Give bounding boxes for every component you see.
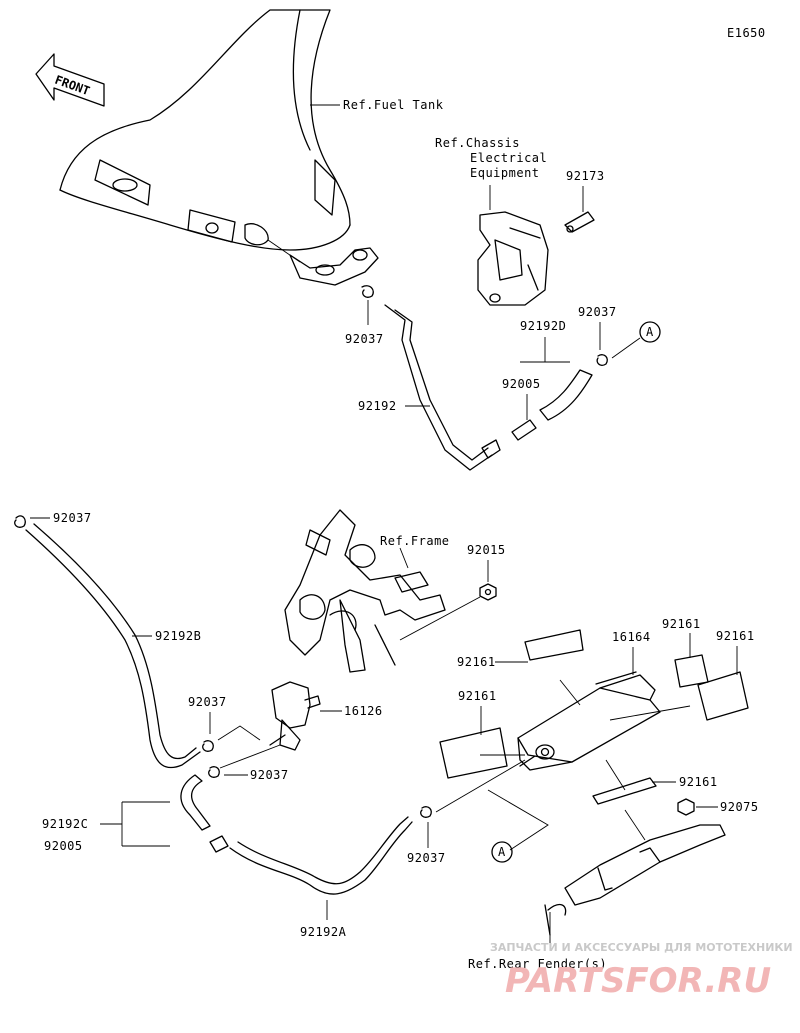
part-16126[interactable]: 16126 — [344, 704, 383, 718]
part-92037-f[interactable]: 92037 — [250, 768, 289, 782]
sheet-92161-c — [697, 671, 749, 721]
ref-rear-fender: Ref.Rear Fender(s) — [468, 957, 607, 971]
fitting-92005-top-icon — [511, 419, 537, 441]
part-92192C[interactable]: 92192C — [42, 817, 88, 831]
nut-92015-icon — [479, 583, 497, 601]
part-92192A[interactable]: 92192A — [300, 925, 347, 939]
marker-a-bottom: A — [491, 841, 513, 863]
part-92161-e[interactable]: 92161 — [679, 775, 718, 789]
clamp-92037-g-icon — [420, 806, 432, 818]
sheet-92161-d — [439, 727, 508, 779]
part-92161-b[interactable]: 92161 — [662, 617, 701, 631]
ref-chassis-line1: Ref.Chassis — [435, 136, 520, 150]
part-92005-b[interactable]: 92005 — [44, 839, 83, 853]
svg-text:A: A — [498, 845, 506, 859]
chassis-bracket-drawing — [477, 211, 549, 306]
ref-chassis-line2: Electrical — [470, 151, 547, 165]
fuel-tank-drawing — [59, 9, 379, 286]
clamp-92037-d-icon — [14, 515, 26, 528]
part-92037-b[interactable]: 92037 — [578, 305, 617, 319]
watermark-logo: PARTSFOR.RU — [505, 961, 771, 1001]
hose-92192C-drawing — [180, 774, 211, 831]
valve-16126-drawing — [269, 681, 321, 751]
part-92192D[interactable]: 92192D — [520, 319, 566, 333]
part-16164[interactable]: 16164 — [612, 630, 651, 644]
diagram-code: E1650 — [727, 26, 766, 40]
part-92037-c[interactable]: 92037 — [407, 851, 446, 865]
watermark-caption: ЗАПЧАСТИ И АКСЕССУАРЫ ДЛЯ МОТОТЕХНИКИ — [490, 941, 793, 954]
part-92161-a[interactable]: 92161 — [457, 655, 496, 669]
hose-92192D-drawing — [539, 369, 593, 421]
part-92037-a[interactable]: 92037 — [345, 332, 384, 346]
sheet-92161-b — [674, 654, 709, 688]
hose-92192-drawing — [384, 304, 501, 471]
part-92161-d[interactable]: 92161 — [458, 689, 497, 703]
front-arrow-icon: FRONT — [35, 53, 105, 107]
sheet-92161-e — [592, 777, 657, 805]
part-92005-a[interactable]: 92005 — [502, 377, 541, 391]
clamp-92037-top-icon — [361, 285, 374, 298]
rear-fender-bracket-drawing — [544, 824, 726, 936]
hose-92192B-drawing — [25, 523, 201, 769]
hose-92192A-drawing — [229, 816, 413, 895]
svg-text:A: A — [646, 325, 654, 339]
ref-chassis-line3: Equipment — [470, 166, 540, 180]
part-92037-e[interactable]: 92037 — [188, 695, 227, 709]
part-92173[interactable]: 92173 — [566, 169, 605, 183]
marker-a-top: A — [639, 321, 661, 343]
part-92037-d[interactable]: 92037 — [53, 511, 92, 525]
bolt-92173-icon — [564, 211, 595, 233]
part-92161-c[interactable]: 92161 — [716, 629, 755, 643]
sheet-92161-a — [524, 629, 584, 661]
part-92192[interactable]: 92192 — [358, 399, 397, 413]
clamp-92037-e-icon — [202, 740, 214, 752]
fitting-92005-bottom-icon — [209, 835, 229, 853]
canister-16164-drawing — [517, 671, 661, 771]
clamp-92037-b-icon — [596, 354, 608, 366]
part-92075[interactable]: 92075 — [720, 800, 759, 814]
part-92192B[interactable]: 92192B — [155, 629, 201, 643]
part-92015[interactable]: 92015 — [467, 543, 506, 557]
clamp-92037-f-icon — [208, 766, 220, 778]
ref-fuel-tank: Ref.Fuel Tank — [343, 98, 444, 112]
nut-92075-icon — [677, 798, 695, 816]
ref-frame: Ref.Frame — [380, 534, 450, 548]
frame-bracket-drawing — [284, 509, 446, 673]
